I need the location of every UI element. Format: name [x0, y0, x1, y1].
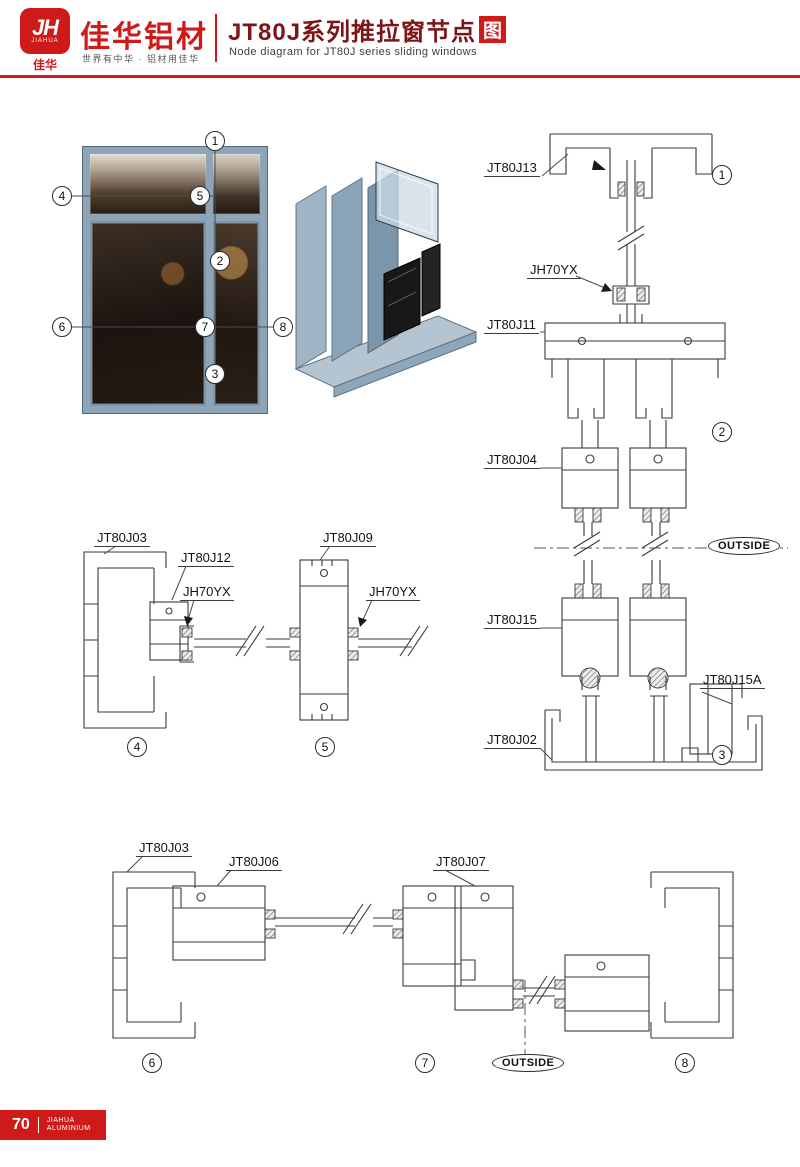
page-header: JH JIAHUA 佳华 佳华铝材 世界有中华 · 铝材用佳华 JT80J系列推… [0, 0, 800, 75]
section-callout-4: 4 [127, 737, 147, 757]
label-jt80j04: JT80J04 [484, 452, 540, 469]
brand-name: 佳华铝材 [80, 21, 208, 54]
section-callout-8: 8 [675, 1053, 695, 1073]
label-jt80j09: JT80J09 [320, 530, 376, 547]
callout-4: 4 [52, 186, 72, 206]
section-callout-6: 6 [142, 1053, 162, 1073]
product-render-3d [294, 161, 478, 398]
callout-7: 7 [195, 317, 215, 337]
callout-2: 2 [210, 251, 230, 271]
outside-label-bottom: OUTSIDE [492, 1054, 565, 1072]
callout-6: 6 [52, 317, 72, 337]
logo-brand-cn: 佳华 [32, 58, 57, 72]
footer-bar: 70 JIAHUA ALUMINIUM [0, 1110, 106, 1140]
jamb-detail-drawing [83, 545, 429, 729]
page-title-boxed-char: 图 [479, 16, 507, 43]
sliding-sash-left [90, 221, 206, 406]
photo-callout-lines [62, 141, 283, 374]
callout-5: 5 [190, 186, 210, 206]
page-subtitle: Node diagram for JT80J series sliding wi… [229, 46, 477, 58]
callout-1: 1 [205, 131, 225, 151]
section-callout-5: 5 [315, 737, 335, 757]
header-divider [215, 14, 217, 62]
vertical-section-drawing [534, 133, 788, 771]
transom-pane-left [90, 154, 206, 214]
label-jh70yx-mid-right: JH70YX [366, 584, 420, 601]
transom-pane-right [213, 154, 260, 214]
callout-8: 8 [273, 317, 293, 337]
label-jt80j12: JT80J12 [178, 550, 234, 567]
label-jt80j15: JT80J15 [484, 612, 540, 629]
label-jt80j07: JT80J07 [433, 854, 489, 871]
footer-divider [37, 1117, 39, 1133]
label-jt80j02: JT80J02 [484, 732, 540, 749]
section-callout-2: 2 [712, 422, 732, 442]
page-number: 70 [12, 1116, 30, 1133]
footer-brand-sub: ALUMINIUM [46, 1125, 91, 1132]
label-jt80j15a: JT80J15A [700, 672, 765, 689]
logo-brand-en: JIAHUA [31, 38, 59, 44]
section-callout-1: 1 [712, 165, 732, 185]
window-photo [82, 146, 268, 414]
label-jh70yx-mid-left: JH70YX [180, 584, 234, 601]
label-jt80j03-bottom: JT80J03 [136, 840, 192, 857]
section-callout-7: 7 [415, 1053, 435, 1073]
outside-label-right: OUTSIDE [708, 537, 781, 555]
brand-logo-icon: JH JIAHUA [20, 8, 70, 54]
label-jt80j11: JT80J11 [484, 317, 539, 334]
callout-3: 3 [205, 364, 225, 384]
brand-slogan: 世界有中华 · 铝材用佳华 [82, 54, 200, 64]
section-callout-3: 3 [712, 745, 732, 765]
label-jh70yx-right: JH70YX [527, 262, 581, 279]
label-jt80j03-mid: JT80J03 [94, 530, 150, 547]
header-rule [0, 75, 800, 78]
logo-monogram: JH [31, 15, 59, 40]
page-title: JT80J系列推拉窗节点 [228, 19, 477, 46]
horizontal-section-drawing [112, 855, 734, 1054]
footer-brand-en: JIAHUA [46, 1117, 75, 1124]
label-jt80j06: JT80J06 [226, 854, 282, 871]
label-jt80j13: JT80J13 [484, 160, 540, 177]
